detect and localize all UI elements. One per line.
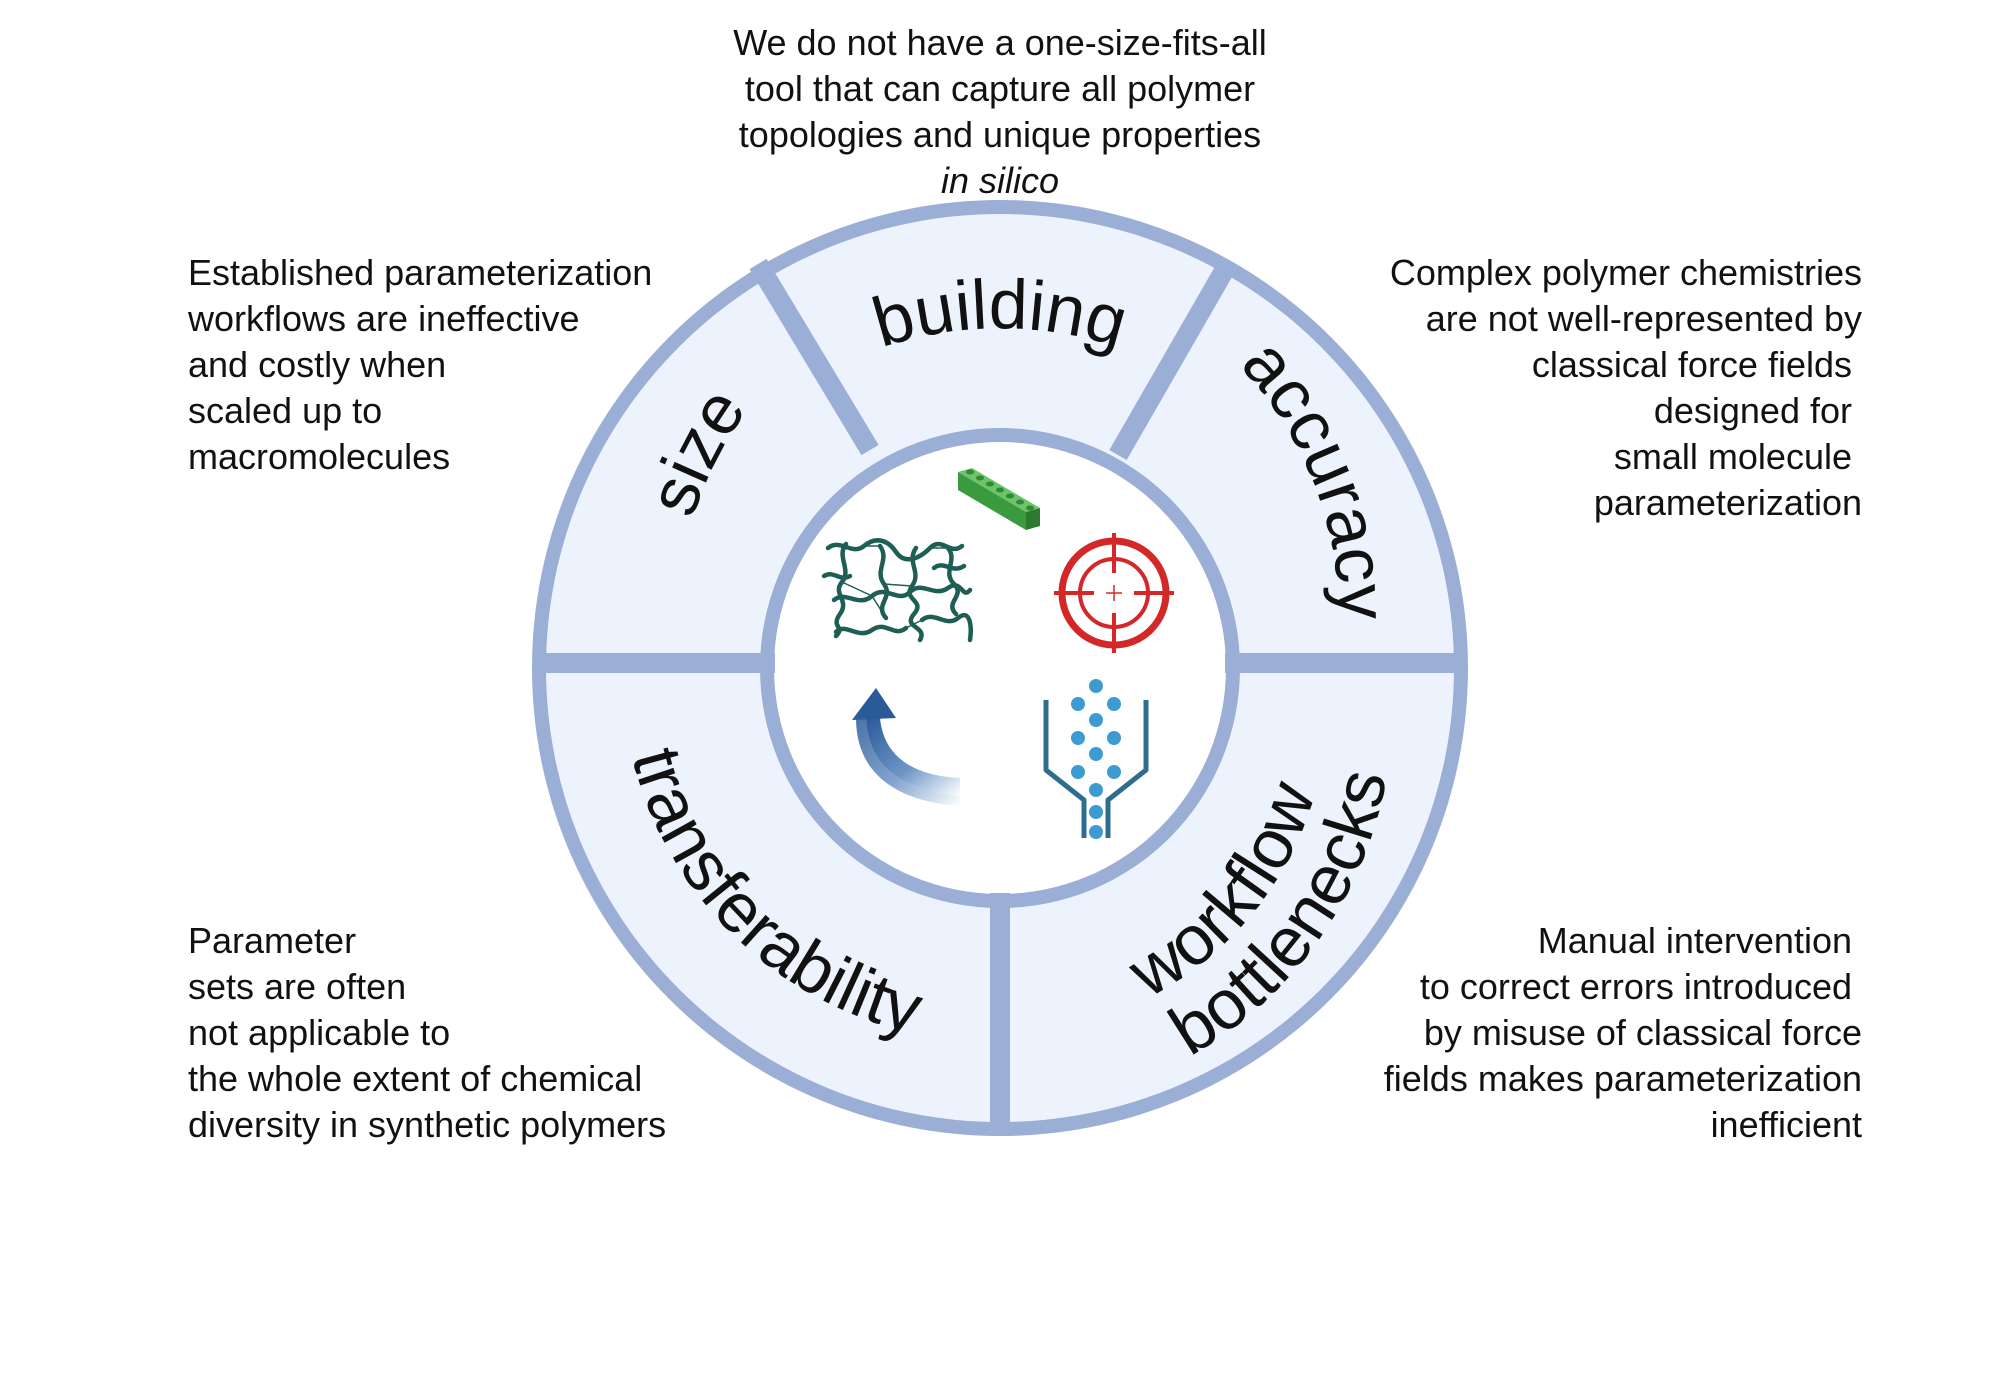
divider-size-building [749,258,879,456]
top-description-line: We do not have a one-size-fits-all [733,22,1267,63]
accuracy-description-line: parameterization [1593,482,1862,523]
divider-building-accuracy [1109,259,1237,460]
accuracy-description-line: small molecule [1613,436,1862,477]
workflow-bottlenecks-description-line: fields makes parameterization [1383,1058,1862,1099]
accuracy-description: Complex polymer chemistries are not well… [1262,250,1862,526]
size-description-line: macromolecules [188,436,451,477]
transferability-description-line: Parameter [188,920,357,961]
transferability-description: Parameter sets are often not applicable … [188,918,808,1148]
accuracy-description-line: classical force fields [1531,344,1862,385]
size-description-line: Established parameterization [188,252,653,293]
transferability-description-line: the whole extent of chemical [188,1058,643,1099]
top-description-italic: in silico [940,160,1060,201]
size-description-line: scaled up to [188,390,383,431]
size-description-line: and costly when [188,344,447,385]
lego-brick-icon [958,468,1040,530]
workflow-bottlenecks-description-line: inefficient [1710,1104,1862,1145]
transferability-description-line: diversity in synthetic polymers [188,1104,667,1145]
segment-dividers [545,258,1460,1133]
polymer-network-icon [821,538,973,643]
top-description-line: topologies and unique properties [738,114,1262,155]
size-description: Established parameterization workflows a… [188,250,748,480]
accuracy-description-line: Complex polymer chemistries [1389,252,1862,293]
accuracy-description-line: are not well-represented by [1425,298,1862,339]
workflow-bottlenecks-description: Manual intervention to correct errors in… [1262,918,1862,1148]
top-description-line: tool that can capture all polymer [744,68,1256,109]
transferability-description-line: sets are often [188,966,407,1007]
top-description: We do not have a one-size-fits-all tool … [680,20,1320,204]
target-icon [1054,533,1174,653]
workflow-bottlenecks-description-line: by misuse of classical force [1423,1012,1862,1053]
funnel-icon [1043,679,1149,839]
transferability-description-line: not applicable to [188,1012,451,1053]
size-description-line: workflows are ineffective [188,298,580,339]
funnel-dots [1071,679,1121,839]
workflow-bottlenecks-description-line: to correct errors introduced [1419,966,1862,1007]
accuracy-description-line: designed for [1653,390,1862,431]
workflow-bottlenecks-description-line: Manual intervention [1537,920,1862,961]
curved-arrow-icon [852,688,960,806]
